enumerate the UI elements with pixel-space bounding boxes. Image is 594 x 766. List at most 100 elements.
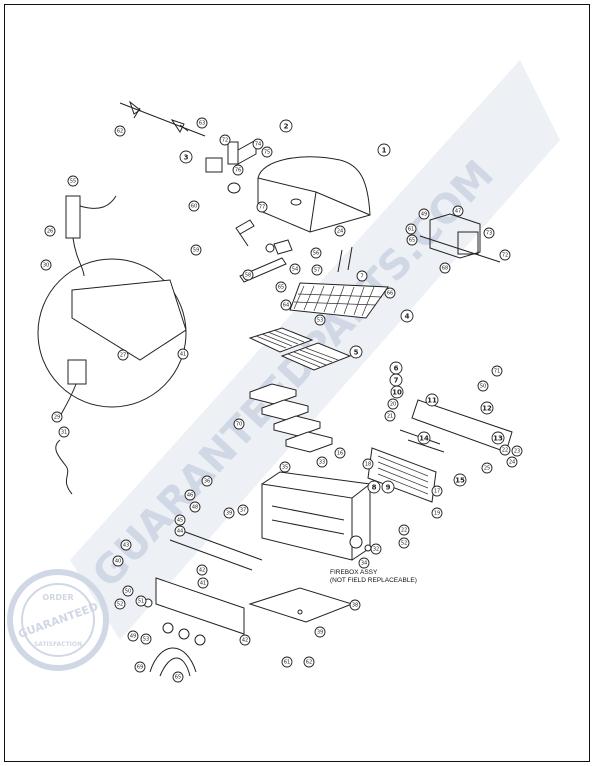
callout-label: 25	[484, 465, 490, 471]
callout-14: 14	[417, 431, 431, 445]
callout-label: 14	[419, 434, 429, 442]
callout-label: 65	[278, 284, 284, 290]
callout-circle	[201, 475, 213, 487]
callout-31: 31	[58, 426, 70, 438]
callout-label: 39	[317, 629, 323, 635]
callout-63: 63	[196, 117, 208, 129]
callout-circle	[398, 537, 410, 549]
callout-circle	[387, 398, 399, 410]
callout-4: 4	[400, 309, 414, 323]
callout-circle	[114, 125, 126, 137]
callout-circle	[120, 539, 132, 551]
callout-52: 52	[114, 598, 126, 610]
callout-label: 48	[192, 504, 198, 510]
callout-circle	[135, 595, 147, 607]
callout-label: 32	[373, 546, 379, 552]
callout-circle	[67, 175, 79, 187]
callout-44: 44	[174, 525, 186, 537]
callout-10: 10	[390, 385, 404, 399]
callout-48: 48	[189, 501, 201, 513]
callout-label: 4	[405, 312, 410, 320]
callout-label: 41	[180, 351, 186, 357]
callout-56: 56	[310, 247, 322, 259]
callout-30: 30	[40, 259, 52, 271]
callout-label: 76	[235, 167, 241, 173]
callout-59: 59	[190, 244, 202, 256]
callout-label: 21	[387, 413, 393, 419]
flame-tamers	[249, 383, 333, 453]
callout-label: 16	[337, 450, 343, 456]
callout-label: 55	[70, 178, 76, 184]
callout-61: 61	[281, 656, 293, 668]
callout-42: 42	[239, 634, 251, 646]
callout-circle	[431, 507, 443, 519]
callout-circle	[279, 461, 291, 473]
drip-tray	[248, 587, 354, 623]
guarantee-seal: ORDER GUARANTEED SATISFACTION	[7, 569, 109, 671]
callout-label: 24	[337, 228, 343, 234]
seal-bottom-text: SATISFACTION	[34, 641, 82, 648]
callout-label: 71	[494, 368, 500, 374]
callout-label: 68	[442, 265, 448, 271]
callout-circle	[499, 444, 511, 456]
callout-62: 62	[303, 656, 315, 668]
callout-13: 13	[491, 431, 505, 445]
callout-label: 3	[184, 153, 189, 161]
callout-65: 65	[172, 671, 184, 683]
callout-51: 51	[135, 595, 147, 607]
callout-circle	[381, 480, 395, 494]
callout-label: 7	[360, 273, 363, 279]
callout-16: 16	[334, 447, 346, 459]
callout-15: 15	[453, 473, 467, 487]
callout-circle	[261, 146, 273, 158]
callout-circle	[303, 656, 315, 668]
callout-label: 53	[143, 636, 149, 642]
callout-circle	[232, 164, 244, 176]
callout-label: 40	[115, 558, 121, 564]
callout-circle	[177, 348, 189, 360]
callout-label: 69	[137, 664, 143, 670]
callout-circle	[310, 247, 322, 259]
callout-circle	[174, 525, 186, 537]
callout-42: 42	[196, 564, 208, 576]
callout-circle	[481, 462, 493, 474]
callout-74: 74	[252, 138, 264, 150]
callout-label: 65	[409, 237, 415, 243]
callout-label: 34	[361, 560, 367, 566]
callout-circle	[452, 205, 464, 217]
callout-label: 6	[394, 364, 399, 372]
callout-label: 44	[177, 528, 183, 534]
callout-label: 43	[123, 542, 129, 548]
callout-circle	[477, 380, 489, 392]
callout-1: 1	[377, 143, 391, 157]
callout-label: 19	[434, 510, 440, 516]
callout-27: 27	[117, 349, 129, 361]
callout-3: 3	[179, 150, 193, 164]
callout-circle	[511, 445, 523, 457]
callout-circle	[239, 634, 251, 646]
callout-label: 73	[486, 230, 492, 236]
callout-circle	[406, 234, 418, 246]
callout-71: 71	[491, 365, 503, 377]
callout-65: 65	[406, 234, 418, 246]
callout-label: 70	[236, 421, 242, 427]
callout-label: 31	[61, 429, 67, 435]
callout-circle	[114, 598, 126, 610]
callout-53: 53	[314, 314, 326, 326]
callout-label: 7	[394, 376, 399, 384]
callout-label: 53	[317, 317, 323, 323]
callout-label: 60	[191, 203, 197, 209]
callout-label: 74	[255, 141, 261, 147]
callout-label: 20	[390, 401, 396, 407]
callout-label: 27	[120, 352, 126, 358]
callout-circle	[377, 143, 391, 157]
callout-60: 60	[188, 200, 200, 212]
callout-label: 75	[264, 149, 270, 155]
callout-70: 70	[233, 418, 245, 430]
callout-58: 58	[242, 269, 254, 281]
callout-45: 45	[174, 514, 186, 526]
callout-circle	[349, 599, 361, 611]
callout-53: 53	[140, 633, 152, 645]
callout-label: 51	[138, 598, 144, 604]
